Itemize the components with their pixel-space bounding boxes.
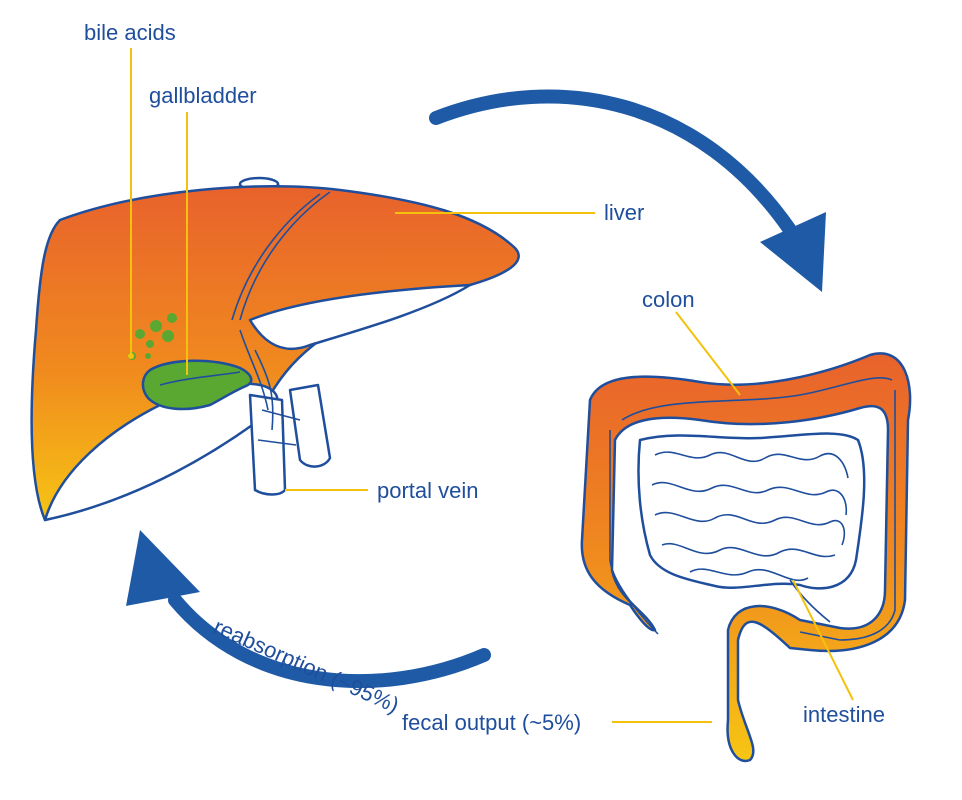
label-liver: liver [604,200,644,225]
label-gallbladder: gallbladder [149,83,257,108]
colon-shape [580,352,912,763]
flow-arrow-to-intestine [429,89,826,292]
leader-lines [128,48,854,723]
reabsorption-arrow [126,530,491,689]
label-portal-vein: portal vein [377,478,479,503]
label-reabsorption: reabsorption (~95%) [210,614,403,718]
label-fecal-output: fecal output (~5%) [402,710,581,735]
small-intestine [637,432,866,590]
bile-acid-dots [128,313,177,360]
gallbladder-shape [141,359,253,411]
liver-underside [43,381,279,522]
intestine-illustration [580,352,912,763]
portal-vein [248,393,287,496]
liver-illustration [30,176,520,522]
label-bile-acids: bile acids [84,20,176,45]
label-colon: colon [642,287,695,312]
label-intestine: intestine [803,702,885,727]
